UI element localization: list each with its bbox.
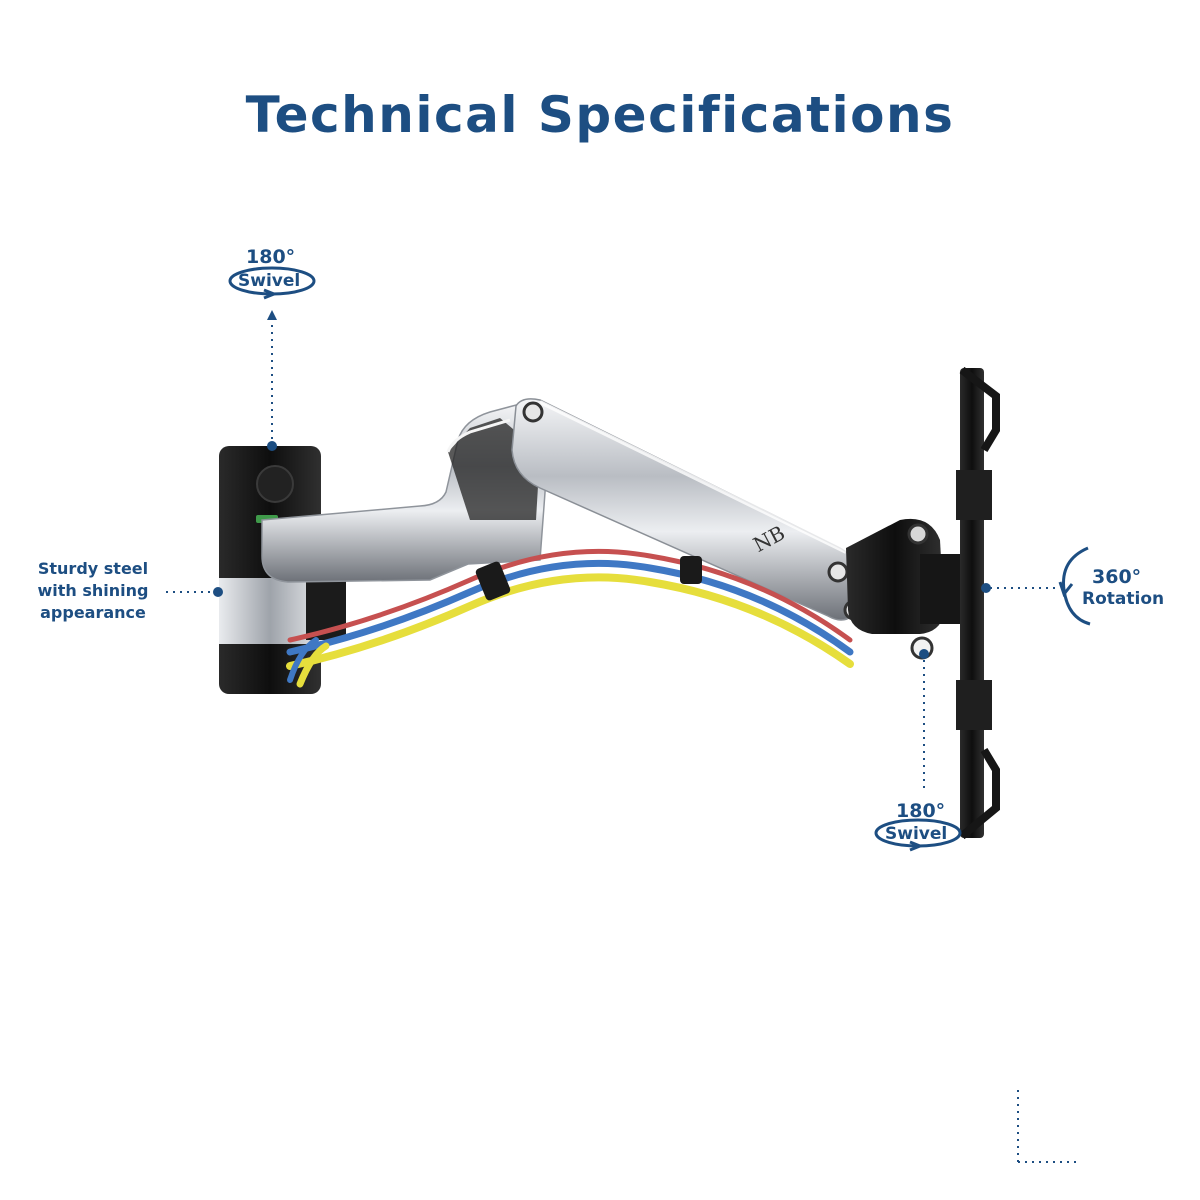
top-swivel-degrees: 180° [246, 246, 296, 268]
bottom-swivel-degrees: 180° [896, 800, 946, 822]
page-title: Technical Specifications [245, 86, 955, 144]
top-swivel-label: Swivel [238, 271, 301, 291]
rotation-arrow-icon [1058, 546, 1091, 626]
rotation-degrees: 360° [1092, 566, 1142, 588]
rotation-label: Rotation [1082, 589, 1165, 609]
cables [286, 548, 854, 688]
callout-lines [166, 318, 1078, 1163]
swivel-arrow-icon [874, 818, 962, 852]
material-callout: Sturdy steel with shining appearance [37, 559, 149, 622]
callout-dots [213, 310, 991, 659]
bottom-swivel-label: Swivel [885, 824, 948, 844]
vesa-head [846, 366, 1000, 840]
swivel-arrow-icon [228, 266, 316, 300]
